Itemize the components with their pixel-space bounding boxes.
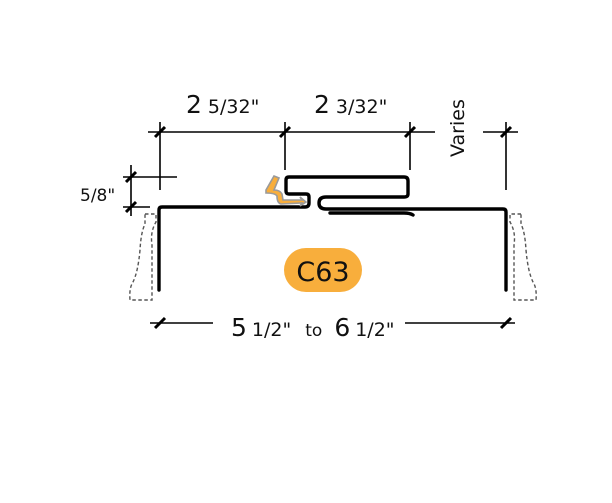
varies-label: Varies — [447, 99, 469, 157]
height-dimension: 5/8" — [80, 186, 115, 206]
right-furring-outline — [509, 213, 537, 301]
bottom-dimension-line — [150, 316, 515, 330]
left-furring-outline — [129, 213, 157, 301]
top-dimension-line — [148, 122, 518, 190]
panel-tail — [328, 211, 415, 217]
panel-profile — [157, 175, 508, 292]
clip-icon — [265, 174, 308, 207]
height-dimension-line — [123, 165, 177, 216]
profile-badge-label: C63 — [296, 257, 349, 288]
profile-badge: C63 — [284, 248, 362, 292]
